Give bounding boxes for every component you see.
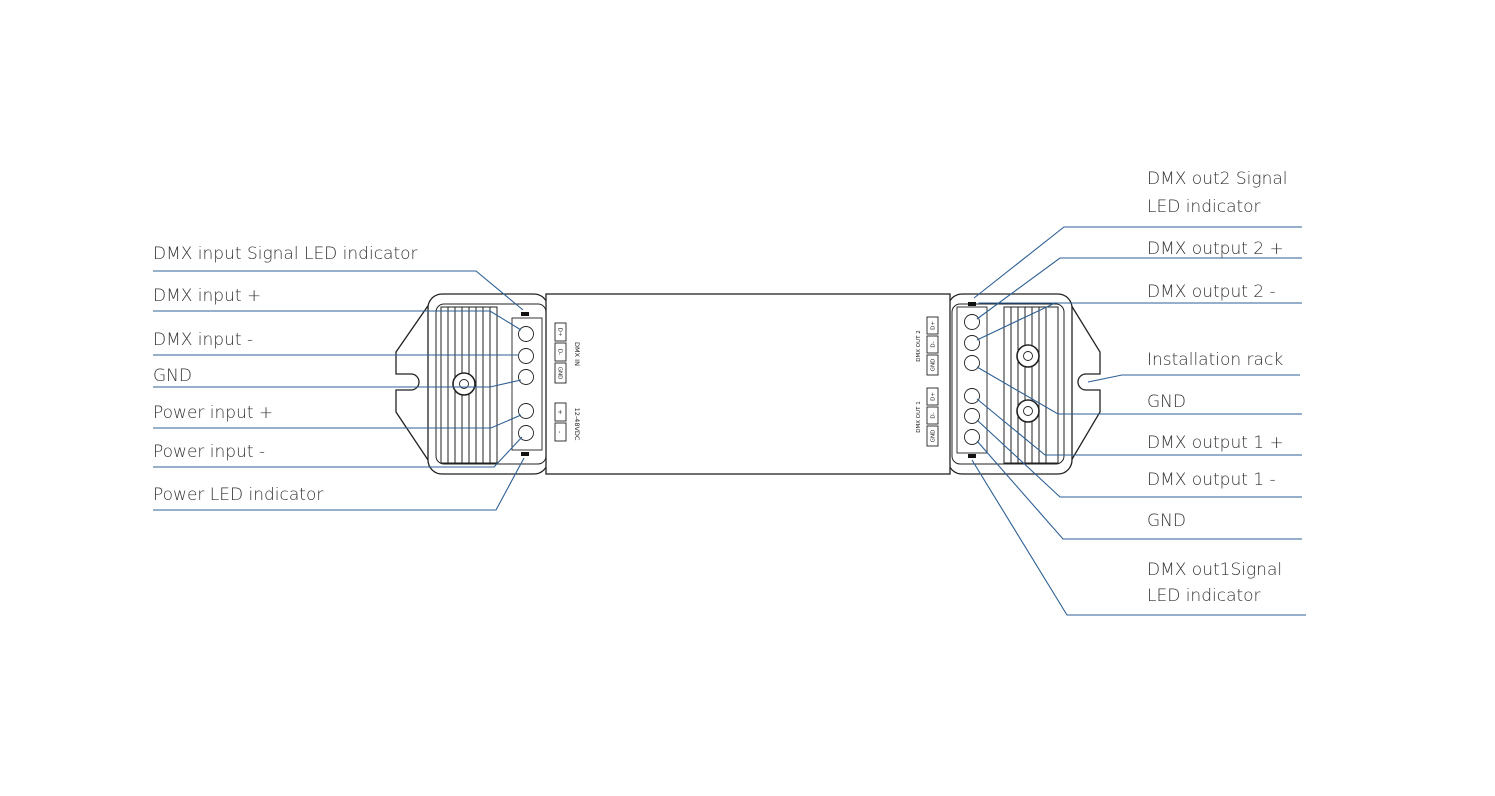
terminal-power-plus[interactable] [518,403,534,419]
leader-dmx-input-led [153,270,524,311]
label-dmx-output-1-plus: DMX output 1 + [1147,433,1284,453]
pin-label-power-plus: + [556,409,564,414]
pin-label-out1-d-plus: D+ [931,392,937,401]
label-gnd-right-1: GND [1147,392,1186,412]
right-screw-top [1016,344,1040,368]
left-mounting-tab [395,297,433,469]
leader-dmx-output-2-plus [976,257,1302,320]
terminal-dmx-out2-minus[interactable] [964,335,980,351]
label-dmx-out2-led-line2: LED indicator [1147,197,1261,217]
right-terminal-block [956,306,988,454]
label-dmx-out1-led-line2: LED indicator [1147,586,1261,606]
right-screw-bottom [1016,399,1040,423]
terminal-dmx-out2-plus[interactable] [964,314,980,330]
leader-power-input-plus [153,414,522,429]
leader-gnd-right-2 [976,440,1302,540]
pin-label-out1-d-minus: D- [931,412,937,418]
pin-label-out1-gnd: GND [931,430,937,443]
label-dmx-input-plus: DMX input + [153,286,261,306]
leader-gnd-right-1 [976,366,1302,415]
terminal-dmx-out1-plus[interactable] [964,388,980,404]
terminal-dmx-out1-gnd[interactable] [964,429,980,445]
left-screw [452,372,476,396]
pin-label-out2-d-minus: D- [931,341,937,347]
pin-label-power-minus: - [556,431,564,434]
pin-label-out2-d-plus: D+ [931,321,937,330]
power-led-indicator [521,452,529,456]
right-mounting-tab[interactable] [1067,297,1101,469]
terminal-power-minus[interactable] [518,425,534,441]
device-body: D+ D- GND + - DMX IN 12-48VDC [395,293,1101,475]
right-heatsink-fins [1003,306,1059,464]
main-housing [545,293,951,475]
leader-dmx-output-1-minus [976,419,1302,498]
leader-dmx-output-2-minus-b [976,302,1060,341]
label-dmx-out2-led-line1: DMX out2 Signal [1147,169,1288,189]
leader-gnd-left [153,379,522,388]
label-dmx-input-led: DMX input Signal LED indicator [153,244,418,264]
pin-label-out2-gnd: GND [931,359,937,372]
leader-dmx-input-plus [153,310,522,331]
leader-power-input-minus [153,436,523,468]
left-terminal-block [511,317,543,451]
label-dmx-out1-led-line1: DMX out1Signal [1147,560,1282,580]
power-voltage-label: 12-48VDC [573,408,581,441]
label-dmx-output-1-minus: DMX output 1 - [1147,470,1276,490]
label-power-led: Power LED indicator [153,485,323,505]
leader-dmx-out2-led [973,226,1302,299]
left-labels: DMX input Signal LED indicator DMX input… [153,244,418,505]
label-gnd-right-2: GND [1147,511,1186,531]
label-power-input-minus: Power input - [153,442,265,462]
left-pin-labels: D+ D- GND + - DMX IN 12-48VDC [554,322,581,442]
label-installation-rack: Installation rack [1147,350,1283,370]
leader-dmx-output-1-plus [976,398,1302,456]
pin-label-dmx-in-d-minus: D- [557,349,563,355]
terminal-dmx-in-minus[interactable] [518,348,534,364]
dmx-out1-led-indicator [968,454,976,458]
label-dmx-output-2-plus: DMX output 2 + [1147,239,1284,259]
label-power-input-plus: Power input + [153,403,273,423]
right-pin-labels: D+ D- GND D+ D- GND DMX OUT 2 DMX OUT 1 [916,316,939,447]
right-labels: DMX out2 Signal LED indicator DMX output… [1147,169,1288,606]
leader-installation-rack [1087,374,1300,383]
label-dmx-output-2-minus: DMX output 2 - [1147,282,1276,302]
dmx-out2-led-indicator [968,302,976,306]
leader-lines [153,226,1306,616]
dmx-out1-label: DMX OUT 1 [916,401,922,432]
dmx-out2-label: DMX OUT 2 [916,330,922,361]
label-gnd-left: GND [153,366,192,386]
leader-dmx-output-2-minus [978,302,1302,304]
leader-power-led [153,457,525,511]
terminal-dmx-out1-minus[interactable] [964,408,980,424]
terminal-dmx-out2-gnd[interactable] [964,355,980,371]
terminal-dmx-in-gnd[interactable] [518,369,534,385]
leader-dmx-out1-led [971,459,1306,616]
dmx-input-led-indicator [521,312,529,316]
label-dmx-input-minus: DMX input - [153,330,253,350]
pin-label-dmx-in-gnd: GND [557,367,563,380]
dmx-in-label: DMX IN [573,342,581,366]
pin-label-dmx-in-d-plus: D+ [557,328,563,337]
terminal-dmx-in-plus[interactable] [518,326,534,342]
